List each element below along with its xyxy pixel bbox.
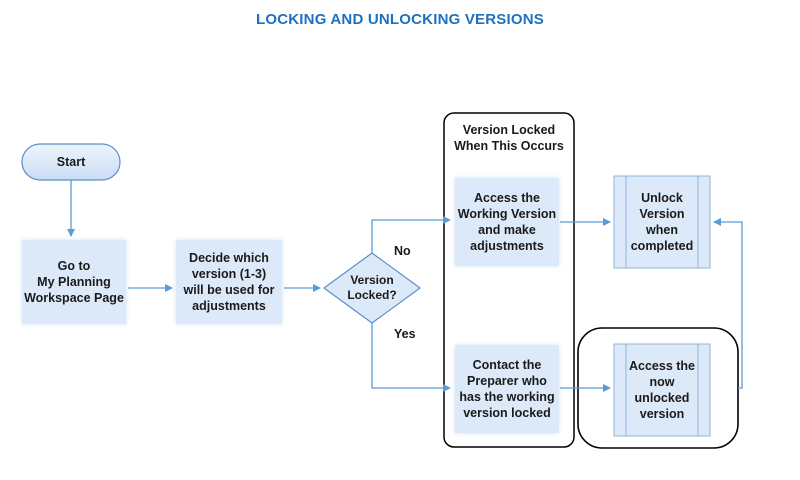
access-working-box: Access the Working Version and make adju… xyxy=(455,178,559,266)
contact-preparer-box: Contact the Preparer who has the working… xyxy=(455,345,559,433)
start-label: Start xyxy=(56,155,86,169)
unlock-version-process xyxy=(613,175,711,269)
diagram-title: LOCKING AND UNLOCKING VERSIONS xyxy=(256,11,544,28)
access-unlocked-label: Access the now unlocked version xyxy=(628,359,695,421)
decide-version-box: Decide which version (1-3) will be used … xyxy=(176,240,282,324)
access-unlocked-process xyxy=(613,343,711,437)
lock-note-label: Version Locked When This Occurs xyxy=(454,123,564,153)
go-to-page-box: Go to My Planning Workspace Page xyxy=(22,240,126,324)
decision-label: Version Locked? xyxy=(347,273,397,302)
lock-note-container xyxy=(443,112,575,448)
edge-label-yes: Yes xyxy=(394,327,416,341)
arrow-yes-branch xyxy=(371,323,451,392)
unlock-version-label: Unlock Version when completed xyxy=(630,191,694,253)
arrow-no-branch xyxy=(371,216,451,253)
arrow-unlocked-to-unlock xyxy=(713,218,743,389)
edge-label-no: No xyxy=(394,244,411,258)
